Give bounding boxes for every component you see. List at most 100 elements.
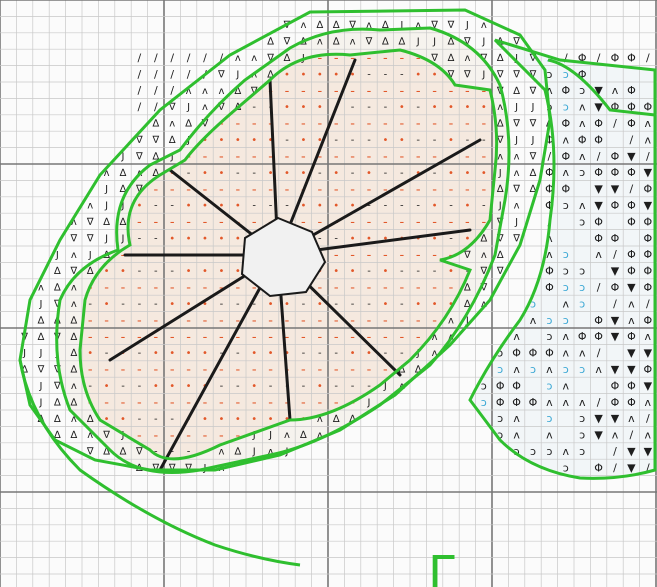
stitch-symbol: Φ: [594, 232, 603, 245]
stitch-symbol: J: [498, 168, 502, 179]
stitch-symbol: Φ: [643, 183, 652, 196]
stitch-symbol: -: [88, 381, 92, 392]
stitch-symbol: •: [235, 266, 241, 277]
stitch-symbol: Φ: [643, 248, 652, 261]
stitch-symbol: -: [399, 281, 404, 296]
stitch-symbol: •: [382, 266, 388, 277]
stitch-symbol: ɔ: [579, 166, 585, 179]
stitch-symbol: ∆: [512, 86, 520, 97]
stitch-symbol: -: [268, 363, 273, 378]
stitch-symbol: -: [203, 396, 208, 411]
stitch-symbol: -: [170, 201, 174, 212]
stitch-symbol: •: [218, 168, 224, 179]
stitch-symbol: -: [235, 428, 240, 443]
stitch-symbol: Φ: [611, 281, 620, 294]
stitch-symbol: -: [137, 215, 142, 230]
stitch-symbol: -: [186, 363, 191, 378]
stitch-symbol: Φ: [545, 281, 554, 294]
stitch-symbol: ʌ: [513, 363, 520, 376]
stitch-symbol: -: [432, 182, 437, 197]
stitch-symbol: ∇: [69, 233, 77, 244]
stitch-symbol: -: [285, 182, 290, 197]
stitch-symbol: ʌ: [497, 151, 503, 162]
stitch-symbol: -: [317, 84, 322, 99]
stitch-symbol: -: [203, 150, 208, 165]
stitch-symbol: -: [285, 117, 290, 132]
stitch-symbol: Φ: [545, 265, 554, 278]
stitch-symbol: ∇: [529, 86, 537, 97]
stitch-symbol: -: [334, 363, 339, 378]
stitch-symbol: -: [317, 330, 322, 345]
stitch-symbol: ∆: [53, 266, 61, 277]
stitch-symbol: ʌ: [71, 381, 77, 392]
stitch-symbol: -: [154, 266, 158, 277]
stitch-symbol: -: [367, 117, 372, 132]
stitch-symbol: •: [268, 348, 274, 359]
stitch-symbol: ʌ: [595, 248, 602, 261]
stitch-symbol: ɔ: [530, 445, 536, 458]
stitch-symbol: ∆: [233, 447, 241, 458]
stitch-symbol: •: [218, 233, 224, 244]
stitch-symbol: -: [399, 84, 404, 99]
stitch-symbol: -: [416, 201, 420, 212]
stitch-symbol: -: [432, 150, 437, 165]
stitch-symbol: •: [186, 348, 192, 359]
stitch-symbol: ʌ: [251, 53, 257, 64]
stitch-symbol: J: [514, 102, 518, 113]
stitch-symbol: -: [432, 117, 437, 132]
stitch-symbol: -: [301, 117, 306, 132]
stitch-symbol: -: [334, 348, 338, 359]
stitch-symbol: -: [269, 201, 273, 212]
stitch-symbol: ɔ: [563, 101, 569, 114]
stitch-symbol: ʌ: [645, 133, 652, 146]
stitch-symbol: -: [153, 363, 158, 378]
stitch-symbol: •: [464, 233, 470, 244]
stitch-symbol: -: [367, 182, 372, 197]
stitch-symbol: -: [350, 248, 355, 263]
stitch-symbol: ʌ: [612, 429, 619, 442]
stitch-symbol: -: [449, 117, 454, 132]
stitch-symbol: -: [432, 281, 437, 296]
stitch-symbol: /: [613, 445, 617, 458]
stitch-symbol: -: [153, 314, 158, 329]
stitch-symbol: /: [646, 297, 650, 310]
stitch-symbol: -: [121, 363, 126, 378]
stitch-symbol: •: [464, 201, 470, 212]
stitch-symbol: •: [481, 102, 487, 113]
stitch-symbol: -: [481, 150, 486, 165]
stitch-symbol: •: [153, 381, 159, 392]
stitch-symbol: •: [268, 299, 274, 310]
stitch-symbol: -: [104, 314, 109, 329]
stitch-symbol: •: [399, 102, 405, 113]
stitch-symbol: -: [121, 396, 126, 411]
stitch-symbol: •: [169, 381, 175, 392]
stitch-symbol: Φ: [496, 396, 505, 409]
stitch-symbol: Φ: [611, 150, 620, 163]
stitch-symbol: J: [235, 69, 239, 80]
stitch-symbol: ʌ: [350, 37, 356, 48]
stitch-symbol: ʌ: [645, 396, 652, 409]
stitch-symbol: ▼: [627, 461, 636, 474]
stitch-symbol: ʌ: [514, 168, 520, 179]
stitch-symbol: J: [465, 20, 469, 31]
stitch-symbol: ▼: [611, 363, 620, 376]
stitch-symbol: -: [170, 363, 175, 378]
stitch-symbol: •: [284, 168, 290, 179]
stitch-symbol: •: [268, 414, 274, 425]
stitch-symbol: -: [301, 363, 306, 378]
stitch-symbol: ∆: [69, 430, 77, 441]
stitch-symbol: •: [202, 414, 208, 425]
stitch-symbol: •: [186, 201, 192, 212]
stitch-symbol: ɔ: [497, 412, 503, 425]
stitch-symbol: •: [382, 135, 388, 146]
stitch-symbol: -: [449, 182, 454, 197]
stitch-symbol: ∇: [37, 365, 45, 376]
stitch-symbol: •: [251, 135, 257, 146]
stitch-symbol: -: [317, 117, 322, 132]
stitch-symbol: Φ: [611, 232, 620, 245]
stitch-symbol: ʌ: [579, 199, 586, 212]
stitch-symbol: ʌ: [448, 315, 454, 326]
stitch-symbol: -: [252, 150, 257, 165]
stitch-symbol: ɔ: [563, 265, 569, 278]
stitch-symbol: J: [416, 37, 420, 48]
